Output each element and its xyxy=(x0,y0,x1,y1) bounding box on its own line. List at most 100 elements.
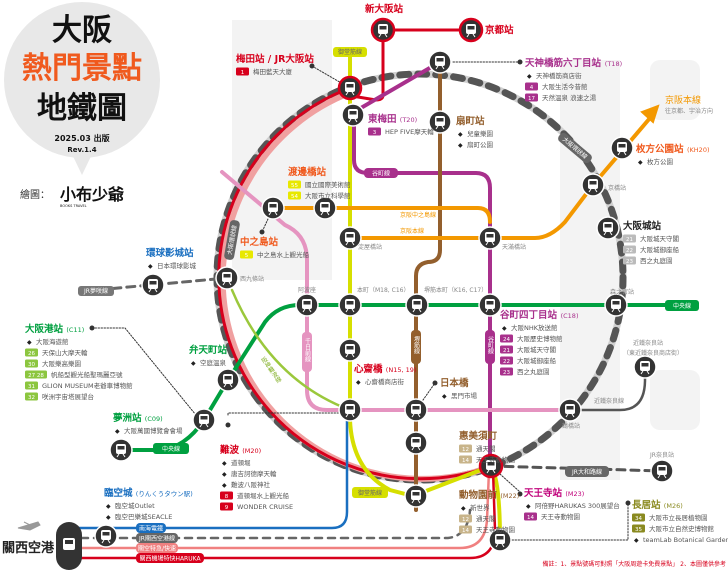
line-label-nankai: 南海電鐵 xyxy=(139,525,163,533)
station-marker[interactable] xyxy=(404,398,428,422)
station-marker[interactable] xyxy=(338,293,362,317)
station-marker[interactable] xyxy=(215,266,239,290)
station-marker[interactable] xyxy=(341,103,365,127)
spot-name: 大阪市立自然史博物館 xyxy=(649,524,715,533)
station-code: (T18) xyxy=(605,60,622,68)
station-name[interactable]: 枚方公園站 xyxy=(636,143,684,155)
train-icon xyxy=(268,202,278,216)
station-code: (T20) xyxy=(400,116,417,124)
spot-number: 3 xyxy=(373,130,377,136)
station-marker[interactable] xyxy=(428,50,452,74)
station-name[interactable]: 心齋橋 xyxy=(354,363,383,375)
station-marker[interactable] xyxy=(370,17,396,43)
station-name[interactable]: 谷町四丁目站 xyxy=(500,309,558,321)
station-marker[interactable] xyxy=(581,173,605,197)
spot-number: 5 xyxy=(245,253,249,259)
spot-badge xyxy=(500,334,513,343)
station-name[interactable]: 環球影城站 xyxy=(146,247,194,259)
station-marker[interactable] xyxy=(338,398,362,422)
station-name[interactable]: 中之島站 xyxy=(240,236,279,248)
label-awaza: 阿波座 xyxy=(298,286,316,294)
station-marker[interactable] xyxy=(404,484,428,508)
train-icon xyxy=(378,24,388,38)
station-name[interactable]: 惠美須町 xyxy=(459,430,498,442)
station-marker[interactable] xyxy=(596,216,620,240)
station-marker[interactable] xyxy=(633,355,657,379)
spot-name: WONDER CRUISE xyxy=(237,503,293,511)
station-marker[interactable] xyxy=(478,293,502,317)
station-marker[interactable] xyxy=(558,398,582,422)
station-marker[interactable] xyxy=(478,453,504,479)
bullet-icon: ◆ xyxy=(191,360,196,367)
attraction: 難波八阪神社 xyxy=(231,480,271,489)
station-info-hirakata: 枚方公園站(KH20)◆枚方公園 xyxy=(636,143,710,166)
station-name[interactable]: 大阪港站 xyxy=(25,323,64,335)
station-marker[interactable] xyxy=(109,438,133,462)
line-label-keihan-main: 京阪本線 xyxy=(400,227,424,235)
station-marker[interactable] xyxy=(478,226,502,250)
station-marker[interactable] xyxy=(338,226,362,250)
station-marker[interactable] xyxy=(404,431,428,455)
spot-number: 22 xyxy=(503,359,510,365)
station-name-shin-osaka[interactable]: 新大阪站 xyxy=(365,3,404,15)
station-marker[interactable] xyxy=(428,110,452,134)
train-icon xyxy=(485,299,495,313)
station-name[interactable]: 天王寺站 xyxy=(524,487,563,499)
watermark xyxy=(232,20,700,480)
nankai-line xyxy=(66,410,349,530)
station-name[interactable]: 臨空城 xyxy=(104,487,133,499)
line-label-kintetsu: 近鐵奈良線 xyxy=(594,397,624,405)
station-name[interactable]: 扇町站 xyxy=(456,115,485,127)
attraction: teamLab Botanical Garden Osaka xyxy=(643,536,728,544)
station-marker[interactable] xyxy=(488,528,512,552)
spot-badge xyxy=(623,256,636,265)
station-name[interactable]: 天神橋筋六丁目站 xyxy=(525,57,602,69)
station-name[interactable]: 日本橋 xyxy=(440,377,469,389)
station-marker[interactable] xyxy=(313,196,337,220)
spot-number: 17 xyxy=(528,96,535,102)
attraction: 新世界 xyxy=(470,503,490,512)
station-marker[interactable] xyxy=(94,524,118,548)
spot-badge xyxy=(525,93,538,102)
station-name[interactable]: 梅田站 / JR大阪站 xyxy=(236,53,314,65)
station-name[interactable]: 渡邊橋站 xyxy=(288,166,327,178)
station-name[interactable]: 長居站 xyxy=(632,499,661,511)
station-name[interactable]: 動物園前 xyxy=(459,489,498,501)
bullet-icon: ◆ xyxy=(461,505,466,512)
station-marker[interactable] xyxy=(405,293,429,317)
station-marker[interactable] xyxy=(261,196,285,220)
spot-number: 27 28 xyxy=(28,373,44,379)
station-marker[interactable] xyxy=(141,273,165,297)
station-marker[interactable] xyxy=(337,75,363,101)
station-name[interactable]: 東梅田 xyxy=(367,113,397,125)
station-marker[interactable] xyxy=(338,338,362,362)
spot-name: 天王寺動物園 xyxy=(476,525,515,534)
label-temmabashi: 天滿橋站 xyxy=(502,243,526,251)
station-marker[interactable] xyxy=(192,408,216,432)
station-marker[interactable] xyxy=(458,17,484,43)
keihan-main-sub: 往京都、宇治方向 xyxy=(665,107,713,115)
revision: Rev.1.4 xyxy=(67,146,96,154)
station-name[interactable]: 難波 xyxy=(219,444,240,456)
train-icon xyxy=(345,344,355,358)
line-label-haruka: 關西機場特快HARUKA xyxy=(139,555,201,563)
station-marker[interactable] xyxy=(604,293,628,317)
spot-number: 23 xyxy=(503,370,510,376)
spot-number: 12 xyxy=(462,517,469,523)
station-name[interactable]: 夢洲站 xyxy=(113,412,142,424)
station-marker[interactable] xyxy=(610,136,634,160)
spot-name: 西之丸庭園 xyxy=(640,256,673,265)
station-name-kyoto[interactable]: 京都站 xyxy=(485,24,514,36)
station-name[interactable]: 大阪城站 xyxy=(623,220,662,232)
spot-name: 通天閣 xyxy=(476,514,496,523)
station-marker[interactable] xyxy=(650,459,674,483)
label-yodoyabashi: 淀屋橋站 xyxy=(358,243,382,251)
station-name[interactable]: 弁天町站 xyxy=(189,344,228,356)
station-marker[interactable] xyxy=(295,293,319,317)
line-label-yamatoji: JR大和路線 xyxy=(571,468,602,476)
station-marker[interactable] xyxy=(216,368,240,392)
